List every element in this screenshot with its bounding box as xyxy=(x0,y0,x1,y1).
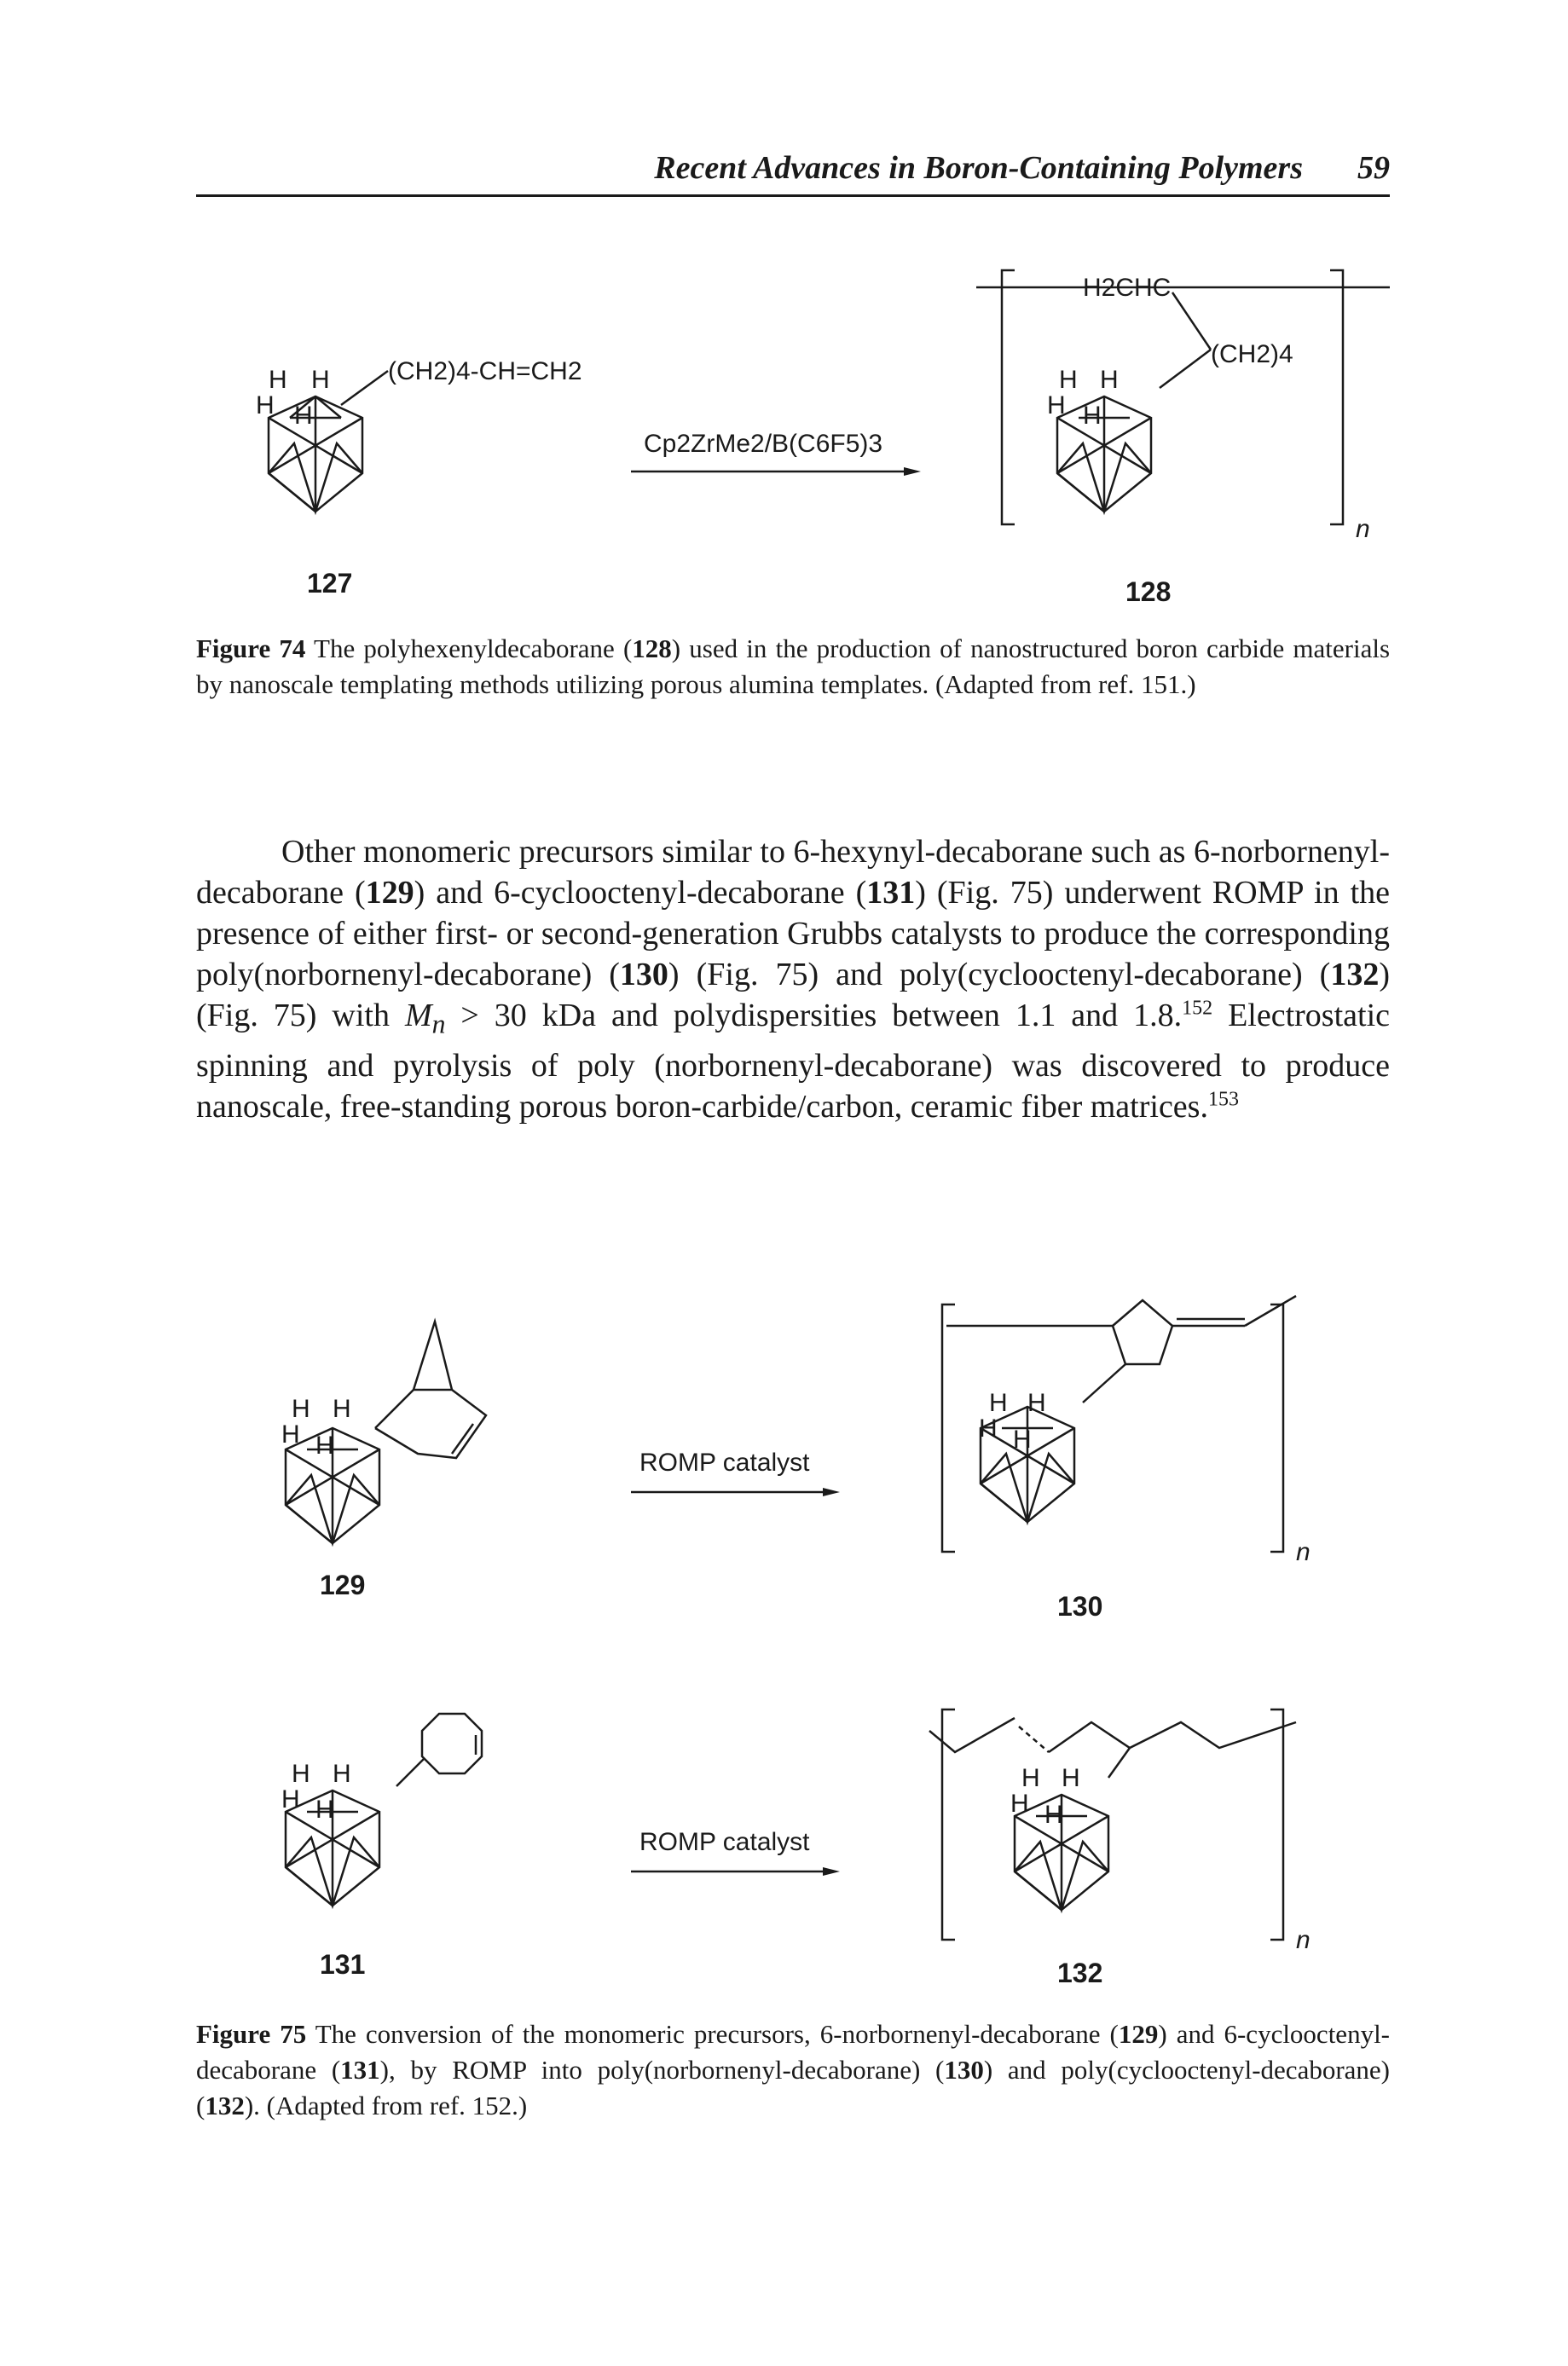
mn-symbol: M xyxy=(404,998,432,1033)
cyclooctene-ring-131 xyxy=(396,1712,483,1787)
compound-number-131: 131 xyxy=(320,1949,365,1980)
compound-number-128: 128 xyxy=(1125,576,1171,607)
h-label: H xyxy=(1044,1801,1063,1829)
h-label: H xyxy=(292,1760,310,1788)
compound-ref: 131 xyxy=(340,2055,380,2085)
figure-75-drawing: H H H H 129 ROMP catalyst H H H H n 130 xyxy=(281,1294,1311,1988)
compound-ref: 131 xyxy=(866,875,916,911)
figure-74-scheme: H H H H (CH2)4-CH=CH2 127 Cp2ZrMe2/B(C6F… xyxy=(196,243,1390,618)
citation-ref: 152 xyxy=(1182,997,1213,1020)
h-label: H xyxy=(1013,1426,1032,1454)
caption-text: ) used in the production of nanostructur… xyxy=(196,633,1391,699)
h-label: H xyxy=(1010,1790,1029,1818)
h-label: H xyxy=(333,1760,351,1788)
polymer-n: n xyxy=(1296,1538,1311,1566)
h-label: H xyxy=(1083,402,1102,430)
decaborane-cage-127 xyxy=(267,369,389,516)
caption-label: Figure 75 xyxy=(196,2019,307,2049)
caption-label: Figure 74 xyxy=(196,633,306,663)
h-label: H xyxy=(315,1796,334,1824)
polymer-n: n xyxy=(1296,1926,1311,1954)
running-head: Recent Advances in Boron-Containing Poly… xyxy=(196,149,1390,200)
polymer-n: n xyxy=(1356,515,1370,543)
compound-ref: 130 xyxy=(944,2055,984,2085)
compound-ref: 129 xyxy=(1118,2019,1159,2049)
mn-subscript: n xyxy=(431,1009,446,1039)
decaborane-cage-132 xyxy=(1013,1793,1110,1914)
arrow-head xyxy=(904,467,921,476)
decaborane-cage-128 xyxy=(1056,395,1153,516)
h-label: H xyxy=(269,366,287,394)
decaborane-cage-130 xyxy=(979,1405,1076,1526)
caption-text: ) and poly(cyclooctenyl-decaborane) ( xyxy=(196,2055,1390,2120)
h-label: H xyxy=(294,402,313,430)
citation-ref: 153 xyxy=(1207,1087,1239,1110)
body-text: ) (Fig. 75) underwent ROMP in the presen… xyxy=(196,875,1391,992)
norbornene-ring-129 xyxy=(374,1317,488,1460)
body-text: Other monomeric precursors similar to 6-… xyxy=(196,834,1391,911)
reagent-label-2: ROMP catalyst xyxy=(639,1828,810,1856)
compound-ref: 132 xyxy=(1330,957,1380,992)
substituent-128-chain: (CH2)4 xyxy=(1211,340,1293,368)
compound-ref: 132 xyxy=(205,2091,245,2120)
h-label: H xyxy=(979,1414,998,1443)
reagent-label-1: ROMP catalyst xyxy=(639,1449,810,1477)
body-text: ) (Fig. 75) with xyxy=(196,957,1390,1033)
figure-74-caption: Figure 74 The polyhexenyldecaborane (128… xyxy=(196,631,1390,703)
h-label: H xyxy=(315,1432,334,1460)
reagent-label: Cp2ZrMe2/B(C6F5)3 xyxy=(644,430,882,458)
compound-number-129: 129 xyxy=(320,1570,365,1600)
caption-text: ). (Adapted from ref. 152.) xyxy=(244,2091,528,2120)
running-title: Recent Advances in Boron-Containing Poly… xyxy=(654,150,1303,186)
h-label: H xyxy=(333,1395,351,1423)
decaborane-cage-129 xyxy=(284,1426,381,1547)
caption-text: The conversion of the monomeric precurso… xyxy=(306,2019,1119,2049)
substituent-127: (CH2)4-CH=CH2 xyxy=(388,357,582,385)
figure-75-caption: Figure 75 The conversion of the monomeri… xyxy=(196,2016,1390,2124)
arrow-head xyxy=(823,1867,840,1876)
polymer-brackets-128 xyxy=(976,269,1390,526)
body-text: > 30 kDa and polydispersities between 1.… xyxy=(445,998,1183,1033)
h-label: H xyxy=(281,1420,300,1449)
h-label: H xyxy=(1062,1764,1080,1792)
body-text: Electrostatic spinning and pyrolysis of … xyxy=(196,998,1391,1125)
h-label: H xyxy=(1027,1389,1046,1417)
h-label: H xyxy=(1047,391,1066,419)
h-label: H xyxy=(292,1395,310,1423)
h-label: H xyxy=(311,366,330,394)
compound-number-130: 130 xyxy=(1057,1591,1102,1622)
header-rule xyxy=(196,194,1390,197)
compound-ref: 129 xyxy=(365,875,414,911)
h-label: H xyxy=(989,1389,1008,1417)
polymer-backbone-132 xyxy=(929,1708,1297,1941)
compound-ref: 128 xyxy=(632,633,672,663)
body-paragraph: Other monomeric precursors similar to 6-… xyxy=(196,831,1390,1127)
substituent-128-top: H2CHC xyxy=(1083,274,1171,302)
compound-ref: 130 xyxy=(619,957,668,992)
compound-number-132: 132 xyxy=(1057,1958,1102,1988)
h-label: H xyxy=(1059,366,1078,394)
arrow-head xyxy=(823,1488,840,1496)
decaborane-cage-131 xyxy=(284,1789,381,1910)
polymer-backbone-130 xyxy=(940,1294,1297,1553)
h-label: H xyxy=(1100,366,1119,394)
h-label: H xyxy=(256,391,275,419)
h-label: H xyxy=(281,1785,300,1814)
h-label: H xyxy=(1021,1764,1040,1792)
body-text: ) and 6-cyclooctenyl-decaborane ( xyxy=(414,875,867,911)
figure-74-drawing: H H H H (CH2)4-CH=CH2 127 Cp2ZrMe2/B(C6F… xyxy=(256,269,1390,607)
caption-text: ), by ROMP into poly(norbornenyl-decabor… xyxy=(379,2055,945,2085)
figure-75-scheme: H H H H 129 ROMP catalyst H H H H n 130 xyxy=(196,1287,1390,2055)
compound-number-127: 127 xyxy=(307,568,352,599)
page-number: 59 xyxy=(1357,150,1390,186)
caption-text: The polyhexenyldecaborane ( xyxy=(305,633,633,663)
body-text: ) (Fig. 75) and poly(cyclooctenyl-decabo… xyxy=(668,957,1331,992)
caption-text: ) and 6-cyclooctenyl-decaborane ( xyxy=(196,2019,1391,2085)
